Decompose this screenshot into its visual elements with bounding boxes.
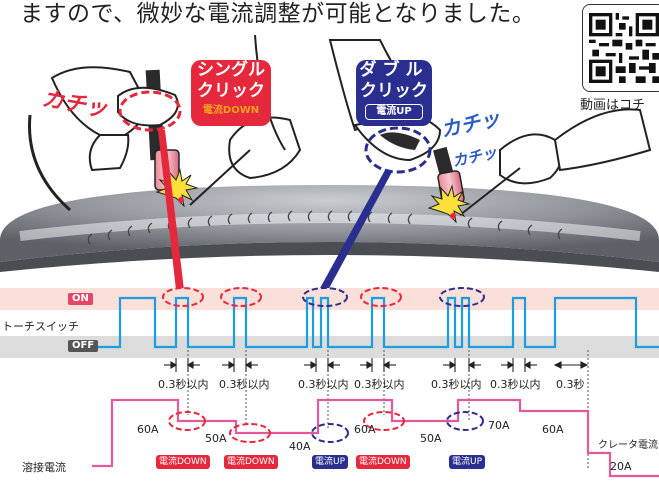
current-down-badge: 電流DOWN: [198, 104, 264, 118]
action-chip-3: 電流UP: [312, 455, 349, 469]
current-level-3: 40A: [289, 440, 311, 453]
torch-switch-label: トーチスイッチ: [2, 320, 79, 333]
current-level-1: 60A: [137, 423, 159, 436]
interval-label-3: 0.3秒以内: [298, 378, 349, 391]
left-torch: [28, 34, 302, 212]
switch-waveform: [96, 296, 659, 349]
current-level-5: 50A: [420, 432, 442, 445]
interval-label-7: 0.3秒: [556, 378, 585, 391]
qr-caption: 動画はコチ: [580, 98, 646, 113]
action-chip-4: 電流DOWN: [356, 455, 410, 469]
interval-arrows: [164, 358, 589, 372]
interval-label-4: 0.3秒以内: [354, 378, 405, 391]
wave-oval-3: [302, 287, 348, 307]
double-click-line1: ダブル: [359, 60, 429, 80]
single-click-line1: シングル: [197, 60, 265, 80]
single-click-callout: シングル クリック 電流DOWN: [191, 60, 271, 126]
on-label: ON: [68, 293, 93, 305]
action-chip-2: 電流DOWN: [224, 455, 278, 469]
weld-current-label: 溶接電流: [22, 461, 66, 474]
off-label: OFF: [68, 340, 99, 352]
qr-code-icon: [589, 13, 659, 83]
double-click-line2: クリック: [360, 81, 428, 101]
action-chip-1: 電流DOWN: [156, 455, 210, 469]
single-click-pointer: [158, 130, 184, 290]
current-level-7: 60A: [542, 423, 564, 436]
crater-current-label: クレータ電流: [598, 440, 658, 451]
double-click-callout: ダブル クリック 電流UP: [356, 60, 432, 126]
current-oval-1: [168, 411, 206, 431]
current-level-6: 70A: [488, 419, 510, 432]
action-chip-5: 電流UP: [449, 455, 486, 469]
wave-oval-4: [360, 287, 402, 307]
interval-label-1: 0.3秒以内: [158, 378, 209, 391]
current-waveform: [92, 398, 659, 478]
current-oval-4: [363, 411, 405, 431]
current-oval-2: [229, 423, 271, 443]
current-oval-3: [311, 423, 349, 443]
current-oval-5: [446, 411, 484, 431]
single-click-highlight: [118, 90, 182, 132]
current-up-badge: 電流UP: [365, 104, 423, 120]
header-text: ますので、微妙な電流調整が可能となりました。: [20, 1, 536, 27]
double-click-pointer: [319, 170, 392, 292]
wave-oval-2: [220, 287, 262, 307]
single-click-line2: クリック: [197, 81, 265, 101]
wave-oval-5: [439, 287, 485, 307]
current-level-2: 50A: [205, 432, 227, 445]
qr-code-box[interactable]: [582, 4, 659, 92]
wave-oval-1: [162, 287, 204, 307]
interval-label-2: 0.3秒以内: [219, 378, 270, 391]
tire-surface: [0, 185, 659, 272]
current-level-8: 20A: [610, 460, 632, 473]
double-click-highlight: [364, 126, 432, 174]
interval-label-5: 0.3秒以内: [431, 378, 482, 391]
current-level-4: 60A: [354, 423, 376, 436]
interval-label-6: 0.3秒以内: [490, 378, 541, 391]
